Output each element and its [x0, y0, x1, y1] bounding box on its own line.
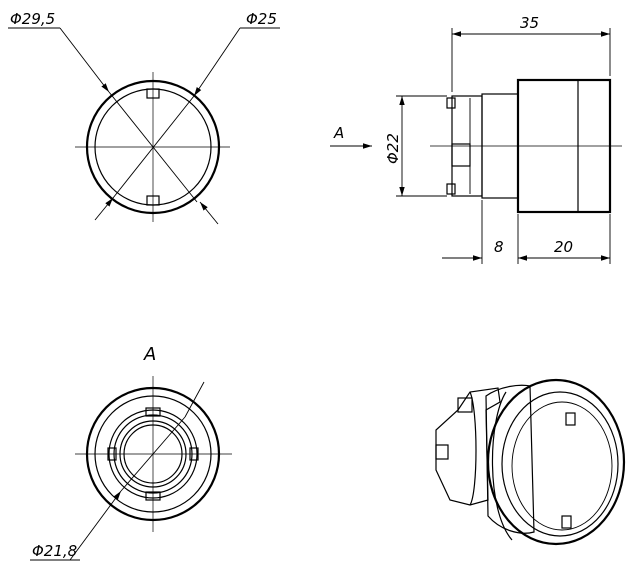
dim-21-diameter-line — [120, 416, 186, 492]
iso-cap-face — [501, 391, 619, 537]
view-a-arrow-label: A — [333, 124, 344, 142]
iso-cap-outer — [486, 378, 626, 546]
dim-inner-diameter-line — [112, 95, 195, 199]
iso-collar — [485, 384, 535, 534]
dim-outer-label: Φ29,5 — [10, 10, 55, 28]
dim-21-label: Φ21,8 — [32, 542, 77, 560]
dim-8-label: 8 — [494, 238, 504, 256]
view-a-title: A — [143, 344, 156, 365]
dim-inner-leader — [193, 27, 241, 97]
dim-inner-ext-sw — [94, 197, 114, 221]
side-body-slot — [451, 143, 471, 167]
dim-outer-ext-se — [199, 201, 219, 225]
view-a: A Φ21,8 — [30, 344, 232, 561]
dim-20-label: 20 — [554, 238, 573, 256]
iso-body-edge — [469, 391, 477, 506]
dim-22-label: Φ22 — [384, 133, 402, 164]
dim-outer-leader — [59, 27, 110, 93]
iso-cap-inner — [511, 401, 613, 531]
side-view: 35 Φ22 A 8 20 — [330, 14, 622, 264]
isometric-view — [435, 378, 626, 546]
side-body-tab-top — [446, 97, 456, 109]
dim-21-leader — [69, 490, 122, 561]
iso-body-tab-side — [435, 444, 449, 460]
iso-cap-notch-bottom — [561, 515, 572, 529]
dim-35-label: 35 — [520, 14, 539, 32]
iso-body-tab-top — [457, 397, 473, 413]
iso-cap-side-edge — [491, 391, 513, 541]
dim-21-ext — [184, 381, 205, 418]
iso-cap-notch-top — [565, 412, 576, 426]
dim-inner-label: Φ25 — [246, 10, 277, 28]
front-view: Φ29,5 Φ25 — [8, 10, 280, 225]
side-body-tab-bottom — [446, 183, 456, 195]
